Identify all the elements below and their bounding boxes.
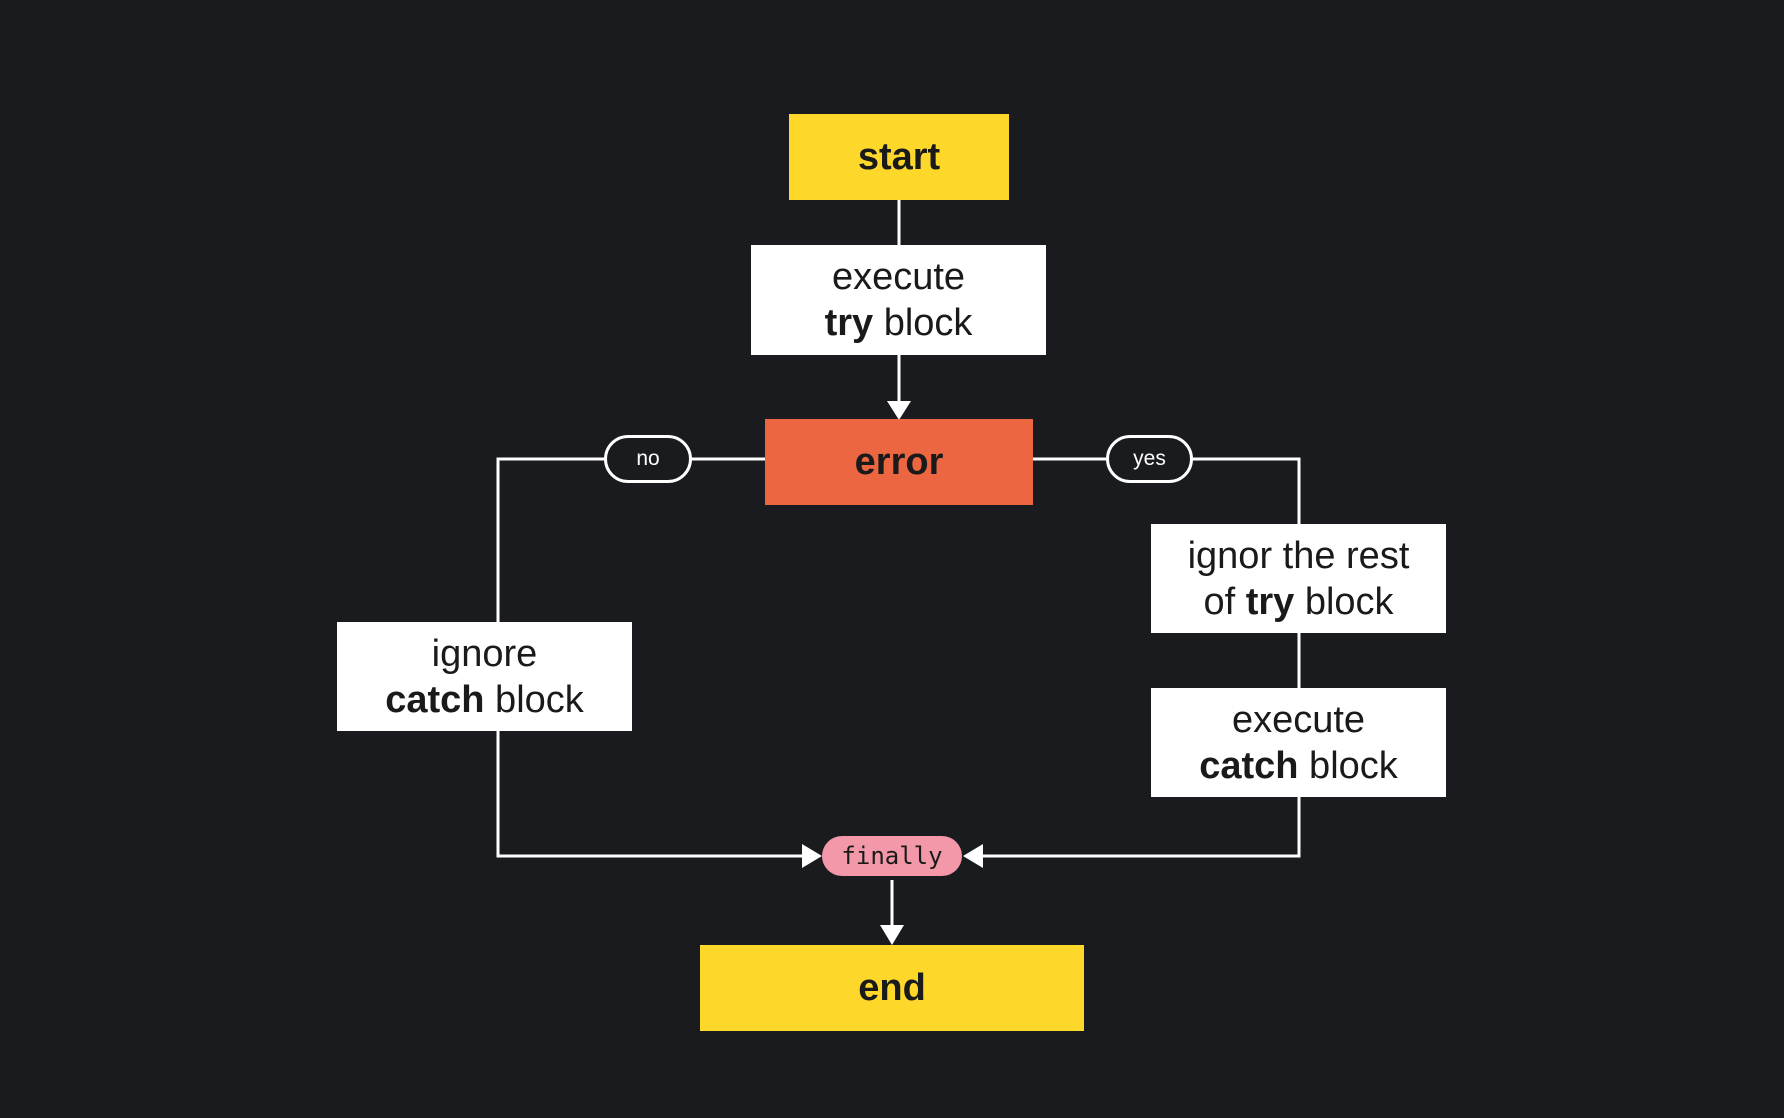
error-node: error [765, 419, 1033, 505]
yes-branch-text: yes [1133, 447, 1166, 470]
end-label: end [858, 966, 926, 1009]
ignore-rest-rest: block [1294, 580, 1394, 623]
execute-catch-line1: execute [1231, 698, 1366, 741]
finally-node: finally [822, 836, 962, 876]
edge-ignore-catch-to-finally [496, 731, 810, 858]
ignore-rest-keyword: try [1245, 580, 1295, 623]
execute-catch-keyword: catch [1199, 744, 1299, 787]
finally-label: finally [841, 842, 943, 870]
ignore-catch-line1: ignore [431, 632, 538, 675]
execute-try-line1: execute [831, 256, 966, 298]
no-branch-text: no [636, 447, 660, 470]
edge-yes-to-ignore-rest [1193, 457, 1301, 524]
arrowhead-into-finally-left [802, 844, 822, 868]
ignore-catch-line2: catch block [385, 677, 584, 723]
ignore-rest-node: ignor the rest of try block [1151, 524, 1446, 633]
execute-catch-line2: catch block [1199, 743, 1398, 789]
arrowhead-into-end [880, 925, 904, 945]
execute-catch-node: execute catch block [1151, 688, 1446, 797]
execute-try-keyword: try [824, 302, 874, 344]
yes-branch-label: yes [1106, 435, 1193, 483]
start-label: start [857, 135, 941, 178]
ignore-rest-pre: of [1203, 580, 1246, 623]
edge-no-to-ignore-catch [496, 457, 604, 622]
execute-try-node: execute try block [751, 245, 1046, 355]
error-label: error [854, 440, 944, 483]
ignore-catch-node: ignore catch block [337, 622, 632, 731]
execute-try-rest: block [873, 302, 973, 344]
end-node: end [700, 945, 1084, 1031]
no-branch-label: no [604, 435, 692, 483]
arrowhead-into-error [887, 401, 911, 420]
ignore-rest-line1: ignor the rest [1187, 534, 1410, 577]
execute-catch-rest: block [1298, 744, 1398, 787]
arrowhead-into-finally-right [963, 844, 983, 868]
edge-execute-catch-to-finally [975, 797, 1301, 858]
ignore-catch-keyword: catch [385, 678, 485, 721]
ignore-catch-rest: block [484, 678, 584, 721]
ignore-rest-line2: of try block [1203, 579, 1393, 625]
execute-try-line2: try block [825, 300, 973, 346]
start-node: start [789, 114, 1009, 200]
